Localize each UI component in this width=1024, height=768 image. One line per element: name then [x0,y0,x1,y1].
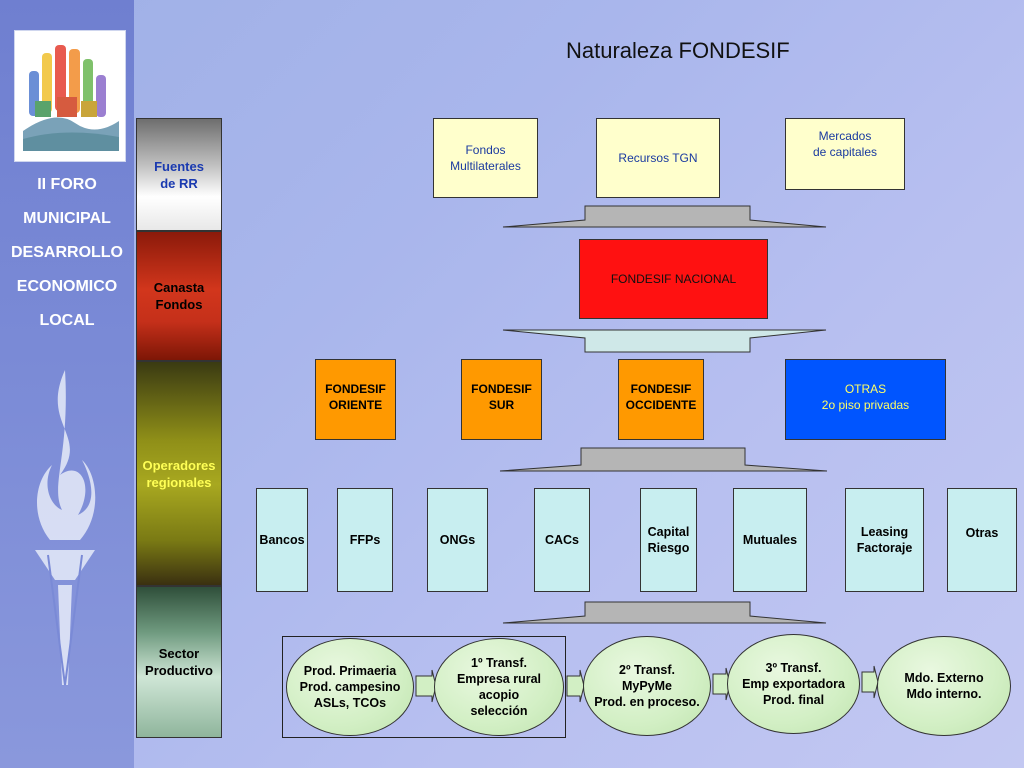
forum-title-line: II FORO [37,176,97,193]
forum-title: II FORO MUNICIPAL DESARROLLO ECONOMICO L… [0,168,134,338]
level-canasta: Canasta Fondos [136,231,222,361]
chain-arrow [566,669,585,703]
regional-box: FONDESIF ORIENTE [315,359,396,440]
national-label: FONDESIF NACIONAL [610,272,737,286]
source-label: Fondos Multilaterales [450,143,521,173]
regional-label: OTRAS 2o piso privadas [821,381,910,412]
primary-frame [282,636,566,738]
chain-oval: Mdo. Externo Mdo interno. [877,636,1011,736]
level-label: Operadores regionales [142,457,216,490]
level-label: Fuentes de RR [154,158,204,191]
chain-oval: 2º Transf. MyPyMe Prod. en proceso. [583,636,711,736]
chain-label: 1º Transf. Empresa rural acopio selecció… [456,656,542,718]
regional-label: FONDESIF OCCIDENTE [625,381,697,412]
chain-oval: Prod. Primaeria Prod. campesino ASLs, TC… [286,638,414,736]
national-box: FONDESIF NACIONAL [579,239,768,319]
institution-label: Bancos [259,533,305,547]
arrow-regional-to-institutions [499,447,828,472]
forum-logo [14,30,126,162]
regional-label: FONDESIF SUR [471,381,532,412]
institution-box: ONGs [427,488,488,592]
institution-label: ONGs [439,533,476,547]
regional-box: FONDESIF SUR [461,359,542,440]
chain-oval: 3º Transf. Emp exportadora Prod. final [727,634,860,734]
forum-title-line: MUNICIPAL [23,210,111,227]
level-label: Sector Productivo [145,646,213,678]
institution-box: Bancos [256,488,308,592]
institution-label: Otras [965,526,999,540]
source-box: Mercados de capitales [785,118,905,190]
institution-label: Mutuales [742,533,798,547]
arrow-sources-to-national [502,205,827,228]
institution-box: FFPs [337,488,393,592]
source-box: Fondos Multilaterales [433,118,538,198]
forum-title-line: LOCAL [39,312,95,329]
institution-label: Leasing Factoraje [856,525,913,555]
institution-box: Mutuales [733,488,807,592]
source-label: Recursos TGN [618,151,698,165]
level-operadores: Operadores regionales [136,361,222,586]
sidebar: II FORO MUNICIPAL DESARROLLO ECONOMICO L… [0,0,134,768]
institution-label: CACs [544,533,580,547]
level-sector: Sector Productivo [136,586,222,738]
arrow-national-to-regional [502,329,827,353]
regional-label: FONDESIF ORIENTE [325,381,386,412]
arrow-institutions-to-sector [502,601,827,624]
chain-label: 2º Transf. MyPyMe Prod. en proceso. [594,663,700,709]
source-box: Recursos TGN [596,118,720,198]
institution-box: Otras [947,488,1017,592]
chain-oval: 1º Transf. Empresa rural acopio selecció… [434,638,564,736]
page-title: Naturaleza FONDESIF [566,38,790,63]
institution-box: CACs [534,488,590,592]
institution-label: FFPs [349,533,381,547]
torch-icon [35,370,96,686]
regional-box: FONDESIF OCCIDENTE [618,359,704,440]
level-fuentes: Fuentes de RR [136,118,222,231]
institution-label: Capital Riesgo [647,525,690,555]
institution-box: Capital Riesgo [640,488,697,592]
chain-arrow [861,665,879,699]
forum-title-line: DESARROLLO [11,244,123,261]
source-label: Mercados de capitales [812,129,878,159]
institution-box: Leasing Factoraje [845,488,924,592]
chain-label: Prod. Primaeria Prod. campesino ASLs, TC… [299,664,401,710]
chain-label: Mdo. Externo Mdo interno. [904,671,984,701]
forum-title-line: ECONOMICO [16,278,118,295]
chain-label: 3º Transf. Emp exportadora Prod. final [742,661,845,707]
level-label: Canasta Fondos [153,280,205,312]
regional-box-otras: OTRAS 2o piso privadas [785,359,946,440]
